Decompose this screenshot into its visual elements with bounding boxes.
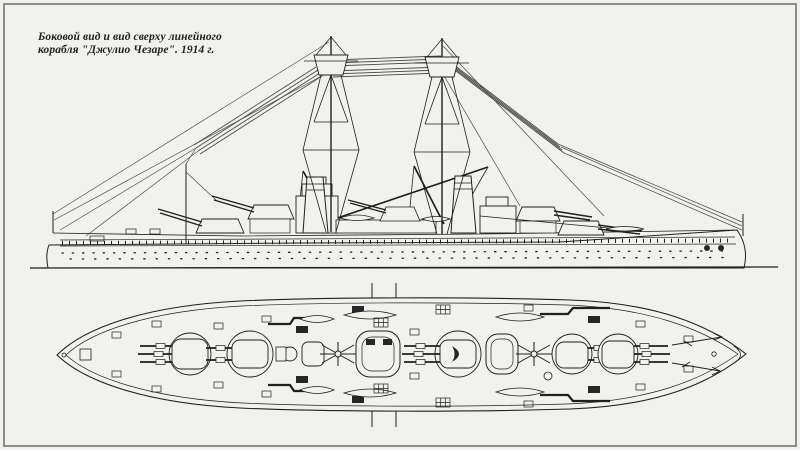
turret-x-guns: [553, 210, 593, 221]
turret-a-plan: [138, 332, 212, 376]
turret-x-plan: [551, 333, 614, 375]
boat-booms: [371, 283, 397, 427]
funnel-1-plan: [355, 330, 401, 378]
turret-b-guns: [211, 195, 255, 213]
hawse-port: [704, 245, 710, 251]
turret-q-guns: [347, 199, 387, 214]
turret-b-side: [247, 204, 295, 220]
deck-hatches: [373, 304, 451, 408]
hull-plan: [56, 297, 747, 412]
superstructure-side: [157, 175, 645, 236]
antenna-band-lower: [332, 66, 442, 78]
caption-line-1: Боковой вид и вид сверху линейного: [38, 31, 222, 43]
stern-booms: [671, 332, 724, 376]
rigging-wires: [52, 41, 744, 237]
ship-boat-side: [338, 214, 376, 221]
turret-y-side: [557, 220, 605, 236]
turret-x-side: [515, 206, 561, 222]
turret-a-side: [195, 218, 245, 234]
hawse-port: [718, 245, 724, 251]
anchor: [89, 235, 105, 242]
turret-y-plan: [597, 333, 670, 375]
plan-view: [56, 283, 747, 427]
deck-fittings: [111, 304, 694, 408]
turret-b-plan: [206, 330, 274, 378]
figure-caption: Боковой вид и вид сверху линейного кораб…: [38, 31, 222, 57]
waterline: [29, 266, 779, 269]
turret-q-plan: [402, 330, 482, 378]
hull-profile: [46, 229, 747, 269]
ship-boat-side: [420, 216, 452, 222]
aft-bridge: [479, 205, 517, 234]
antenna-band-right: [449, 61, 565, 154]
antenna-band-left: [193, 66, 323, 155]
stern-antenna-wires: [557, 143, 743, 231]
stern-walk: [733, 345, 741, 364]
deck-edge-line: [65, 302, 739, 407]
caption-line-2: корабля "Джулио Чезаре". 1914 г.: [38, 44, 215, 56]
boats-plan: [298, 310, 546, 398]
turret-a-guns: [157, 208, 203, 227]
rail-line: [52, 229, 738, 237]
ship-boat-side: [605, 226, 645, 232]
funnel-1-side: [302, 176, 329, 234]
funnel-2-side: [450, 175, 477, 234]
side-view: [29, 35, 779, 269]
turret-q-side: [379, 206, 421, 222]
funnel-2-plan: [485, 333, 519, 375]
hull-side: [29, 211, 779, 269]
midship-deckhouse: [335, 219, 437, 234]
jack-staff-plan: [61, 352, 67, 358]
